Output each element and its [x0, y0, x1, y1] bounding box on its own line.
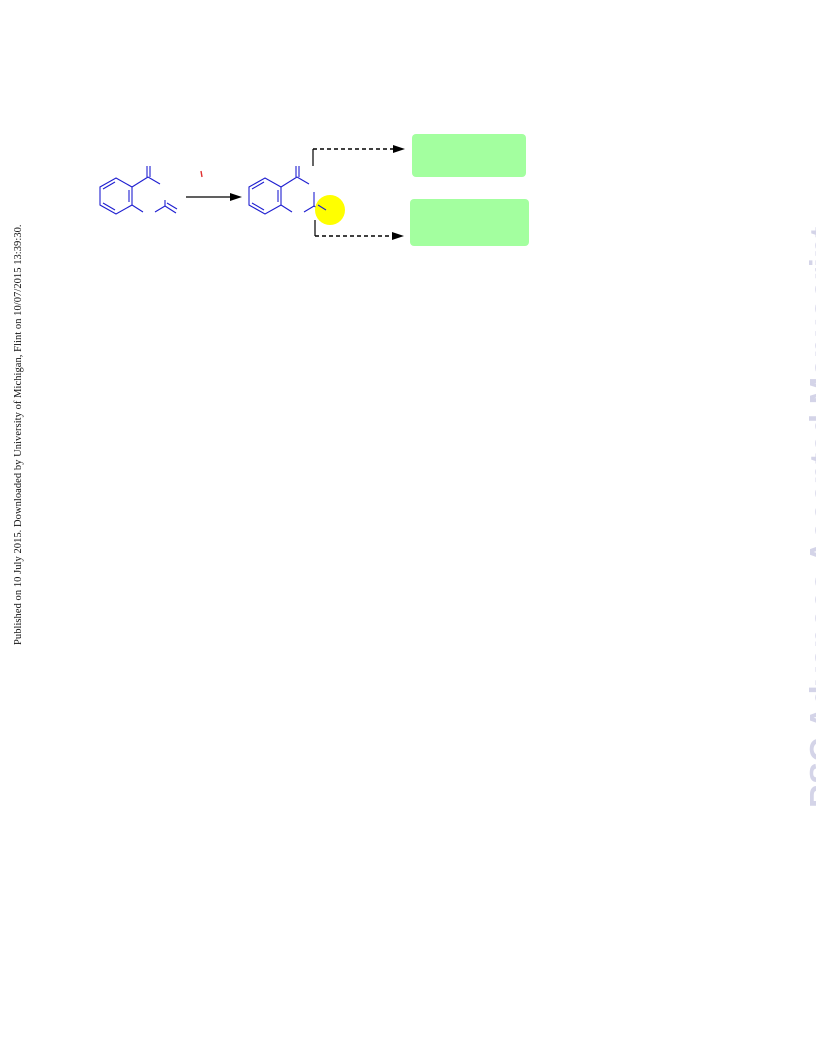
reagent-mark	[200, 170, 203, 178]
starting-material-structure	[99, 166, 178, 215]
accepted-manuscript-watermark: RSC Advances Accepted Manuscript	[803, 226, 816, 808]
lower-pathway-arrow	[314, 220, 404, 240]
reactive-site-highlight	[315, 195, 345, 225]
reaction-scheme	[99, 134, 529, 246]
product-structure	[248, 166, 327, 215]
reaction-arrow	[186, 193, 242, 201]
upper-outcome-box	[412, 134, 526, 177]
lower-outcome-box	[410, 199, 529, 246]
upper-pathway-arrow	[312, 145, 405, 166]
